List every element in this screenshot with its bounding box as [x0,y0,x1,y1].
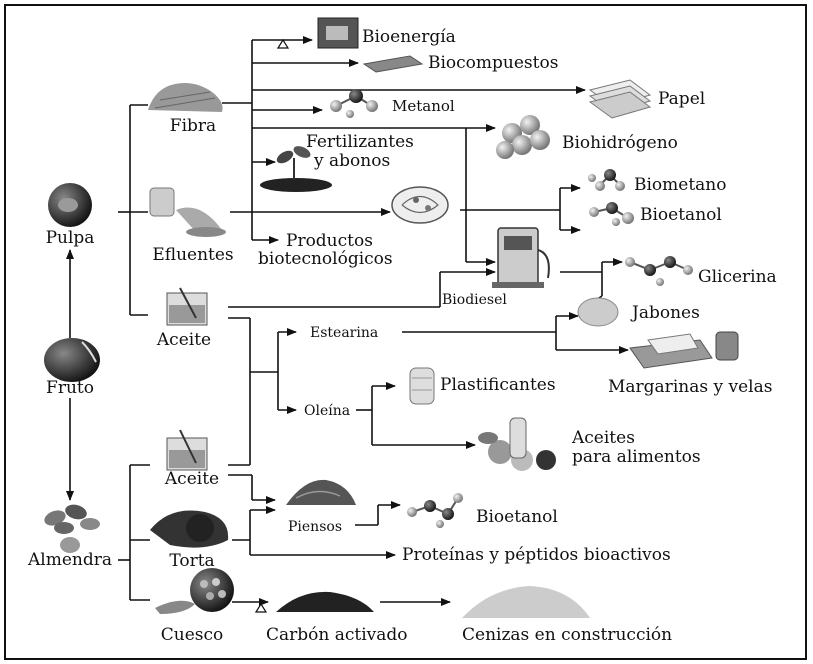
label-jabones: Jabones [630,303,700,323]
plastic-spool-icon [409,367,435,405]
spheres-icon [496,115,550,159]
label-aceites-alimentos-line1: Aceites [571,428,635,448]
label-proteinas: Proteínas y péptidos bioactivos [402,545,671,565]
label-productos-line1: Productos [286,231,373,251]
label-metanol: Metanol [392,97,455,115]
label-piensos: Piensos [288,519,342,535]
molecule-icon [625,256,693,286]
label-aceites-alimentos-line2: para alimentos [572,447,701,467]
furnace-icon [317,17,359,49]
label-cenizas: Cenizas en construcción [462,625,672,645]
label-estearina: Estearina [310,325,378,341]
charcoal-icon [276,591,374,612]
label-oleina: Oleína [304,403,350,419]
label-biohidrogeno: Biohidrógeno [562,133,678,153]
oil-beaker-icon [166,287,208,326]
connectors [66,36,629,606]
label-aceite-almendra: Aceite [164,469,219,489]
petri-dish-icon [391,186,449,224]
label-torta: Torta [169,551,214,571]
food-oils-icon [478,417,556,471]
label-bioetanol-bottom: Bioetanol [476,507,558,527]
soap-icon [577,297,619,327]
feed-pile-icon [286,479,356,505]
label-glicerina: Glicerina [698,267,777,287]
label-productos-line2: biotecnológicos [258,249,393,269]
paper-icon [588,79,652,119]
label-biocompuestos: Biocompuestos [428,53,558,73]
effluent-icon [149,187,226,237]
label-biodiesel: Biodiesel [442,292,507,308]
label-fertilizantes-line1: Fertilizantes [306,132,414,152]
heat-triangle-icon [276,38,290,49]
label-margarinas: Margarinas y velas [608,377,772,397]
almond-icon [44,504,100,553]
molecule-icon [407,493,463,528]
fuel-pump-icon [492,227,550,288]
cake-icon [150,510,229,548]
label-bioetanol-top: Bioetanol [640,205,722,225]
oil-beaker-icon [166,429,208,471]
labels: Fruto Pulpa Almendra Fibra Efluentes Ace… [27,27,777,645]
molecule-icon [589,202,634,226]
label-carbon: Carbón activado [266,625,408,645]
label-papel: Papel [658,89,705,109]
label-cuesco: Cuesco [161,625,224,645]
label-bioenergia: Bioenergía [362,27,456,47]
label-aceite-pulpa: Aceite [156,330,211,350]
label-biometano: Biometano [634,175,727,195]
label-efluentes: Efluentes [152,245,233,265]
label-fertilizantes-line2: y abonos [313,151,390,171]
fruit-icon [44,338,100,382]
label-plastificantes: Plastificantes [440,375,556,395]
heat-triangle-icon [254,602,268,613]
seedling-icon [260,146,332,192]
shell-icon [155,568,234,614]
label-almendra: Almendra [27,550,112,570]
molecule-icon [588,169,625,191]
fiber-icon [148,83,223,112]
label-fibra: Fibra [170,116,216,136]
pulp-icon [48,183,92,227]
molecule-icon [330,89,378,118]
label-fruto: Fruto [46,378,94,398]
label-pulpa: Pulpa [46,228,95,248]
ash-icon [462,586,590,618]
margarine-icon [629,331,739,369]
panel-icon [362,55,424,73]
